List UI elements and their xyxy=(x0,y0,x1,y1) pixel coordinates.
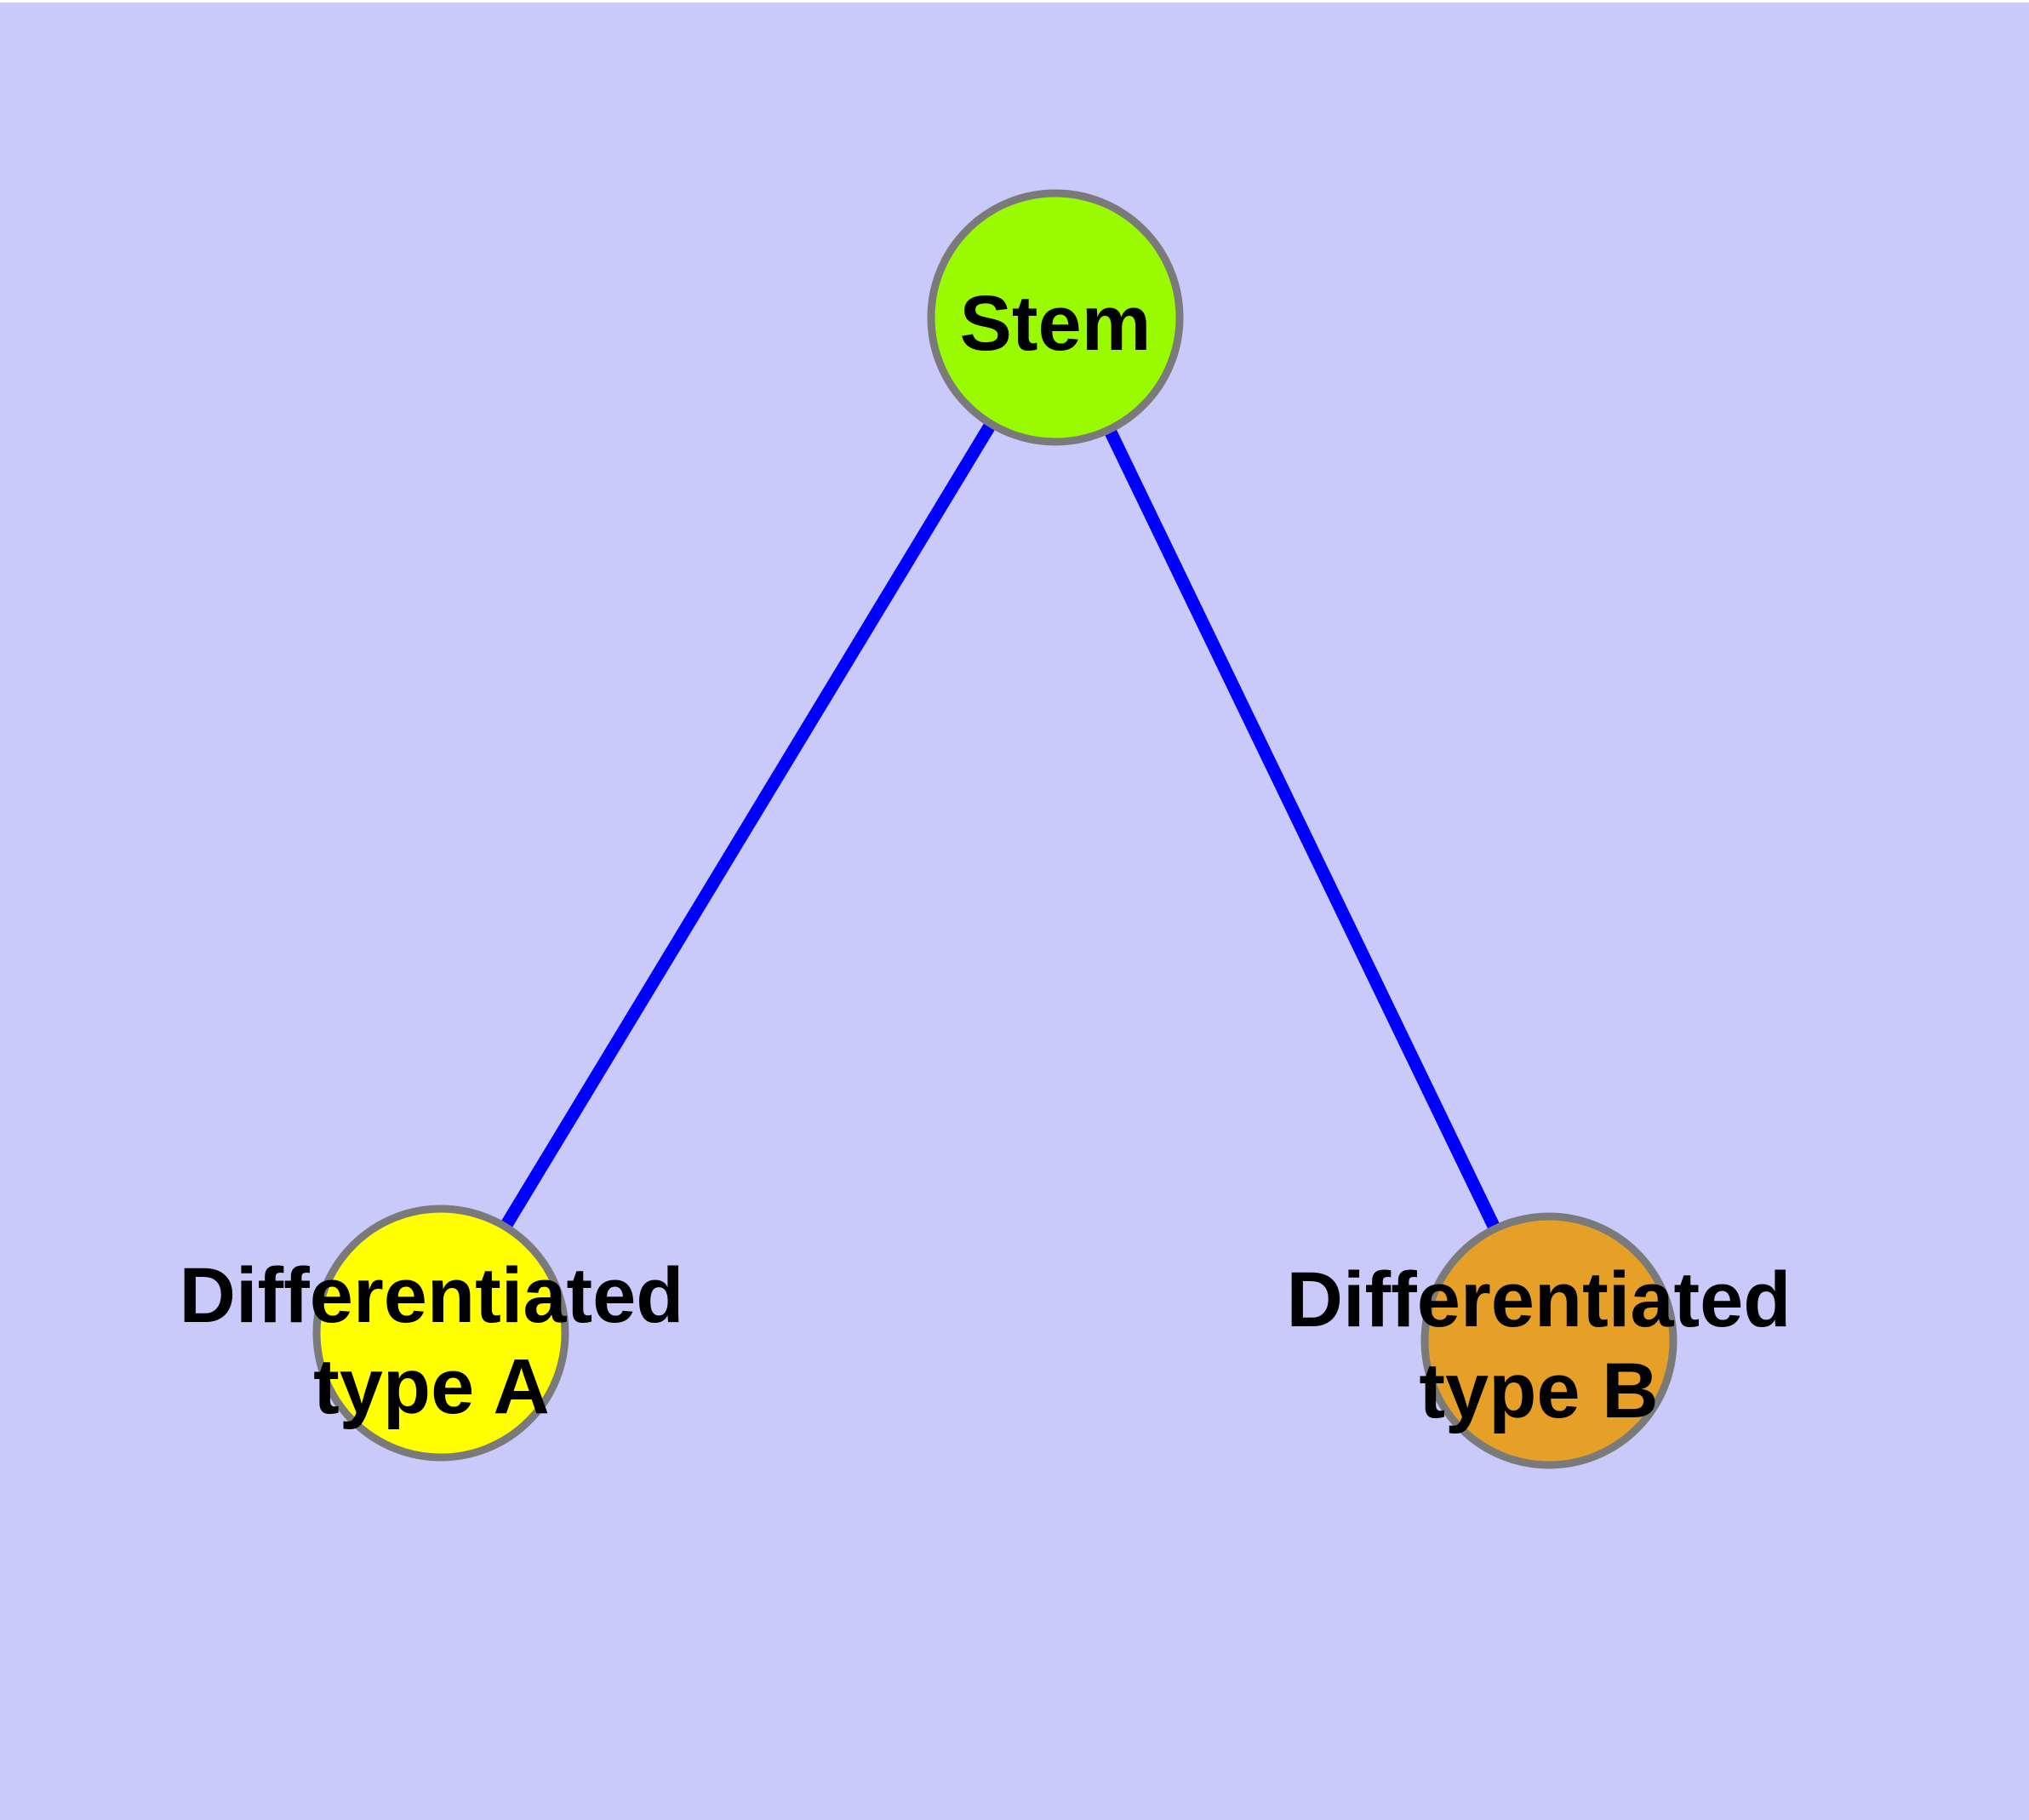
node-type-b-label-line1: Differentiated xyxy=(1287,1256,1792,1343)
node-stem-label: Stem xyxy=(960,280,1152,367)
node-type-a-label-line1: Differentiated xyxy=(180,1252,684,1339)
edge-stem-to-type-b xyxy=(1049,314,1555,1344)
cell-differentiation-graph: Stem Differentiated type A Differentiate… xyxy=(0,3,2029,1820)
edge-stem-to-type-a xyxy=(435,314,1061,1336)
node-differentiated-type-a xyxy=(312,1205,569,1462)
diagram-canvas: Stem Differentiated type A Differentiate… xyxy=(0,3,2029,1820)
node-type-b-label-line2: type B xyxy=(1419,1348,1658,1434)
node-differentiated-type-b xyxy=(1420,1212,1677,1469)
node-stem xyxy=(927,189,1184,446)
node-type-a-label-line2: type A xyxy=(313,1343,550,1430)
top-margin-strip xyxy=(0,0,2029,3)
